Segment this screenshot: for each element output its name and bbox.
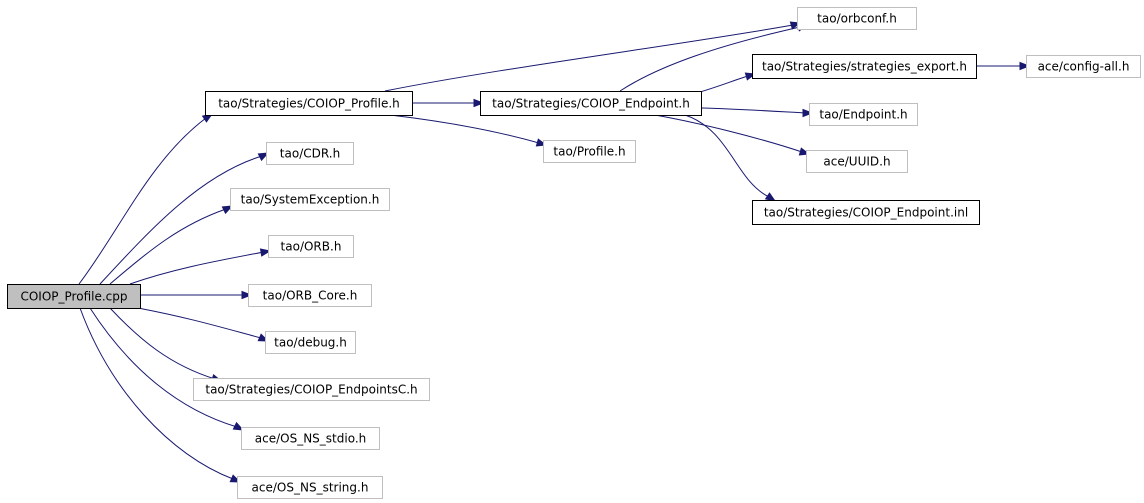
edge-line [699,75,749,93]
edge-line [389,114,540,144]
edge-n1-n12 [384,21,802,92]
node-box [480,91,702,116]
node-label: tao/Endpoint.h [819,108,907,122]
node-label: tao/ORB.h [281,240,342,254]
node-n9[interactable]: ace/OS_NS_string.h [237,476,383,499]
edge-n0-n7 [109,307,223,383]
node-label: tao/Strategies/COIOP_Endpoint.h [492,97,690,111]
edge-line [137,307,262,339]
node-box [1026,55,1141,78]
edge-line [99,155,263,285]
node-n1[interactable]: tao/Strategies/COIOP_Profile.h [205,91,413,116]
node-label: tao/orbconf.h [817,12,897,26]
edge-n1-n11 [389,114,548,147]
node-label: tao/ORB_Core.h [263,289,358,303]
node-label: tao/Strategies/strategies_export.h [762,60,967,74]
node-n17[interactable]: ace/config-all.h [1026,55,1141,78]
node-box [268,235,354,258]
node-n13[interactable]: tao/Strategies/strategies_export.h [752,54,977,79]
edge-line [384,24,794,92]
node-label: tao/debug.h [274,336,347,350]
node-label: ace/UUID.h [823,155,890,169]
arrowhead [257,152,270,162]
node-n2[interactable]: tao/CDR.h [266,142,354,165]
node-box [241,427,380,450]
edge-n0-n2 [99,152,270,285]
node-label: tao/SystemException.h [241,193,380,207]
edge-line [89,307,238,428]
node-label: COIOP_Profile.cpp [20,290,127,304]
edge-n0-n6 [137,307,270,342]
edge-n13-n17 [976,61,1031,71]
node-box [237,476,383,499]
arrowhead [473,98,485,108]
edge-line [129,251,265,285]
edge-line [78,117,207,285]
node-label: ace/OS_NS_stdio.h [255,432,367,446]
edge-n1-n10 [412,98,485,108]
node-label: tao/Profile.h [553,145,625,159]
node-label: ace/OS_NS_string.h [252,481,369,495]
node-label: ace/config-all.h [1038,60,1130,74]
node-label: tao/Strategies/COIOP_Profile.h [218,97,400,111]
node-n3[interactable]: tao/SystemException.h [230,188,390,211]
edge-n0-n1 [78,113,214,285]
node-label: tao/CDR.h [280,147,340,161]
edge-n0-n5 [140,290,253,300]
edge-n10-n16 [684,114,777,202]
edge-n10-n13 [699,72,757,93]
edge-line [619,26,801,92]
edge-line [684,114,770,198]
arrowhead [232,421,245,431]
node-box [806,150,908,173]
arrowhead [1019,61,1031,71]
node-box [248,284,372,307]
arrowhead [221,205,234,215]
edge-n0-n8 [89,307,245,431]
node-n11[interactable]: tao/Profile.h [543,140,636,163]
node-box [752,200,980,225]
edge-n0-n4 [129,248,272,285]
edge-line [700,107,806,114]
node-label: tao/Strategies/COIOP_Endpoint.inl [764,206,968,220]
edge-line [109,208,227,285]
edge-n0-n3 [109,205,234,285]
node-n10[interactable]: tao/Strategies/COIOP_Endpoint.h [480,91,702,116]
node-n5[interactable]: tao/ORB_Core.h [248,284,372,307]
node-n6[interactable]: tao/debug.h [265,331,356,354]
node-box [752,54,977,79]
node-box [809,103,918,126]
node-box [265,331,356,354]
node-n16[interactable]: tao/Strategies/COIOP_Endpoint.inl [752,200,980,225]
node-box [193,378,430,401]
node-n12[interactable]: tao/orbconf.h [797,7,917,30]
edge-n10-n15 [654,114,811,156]
node-n7[interactable]: tao/Strategies/COIOP_EndpointsC.h [193,378,430,401]
node-label: tao/Strategies/COIOP_EndpointsC.h [205,383,417,397]
node-box [543,140,636,163]
node-n4[interactable]: tao/ORB.h [268,235,354,258]
node-n14[interactable]: tao/Endpoint.h [809,103,918,126]
node-n0[interactable]: COIOP_Profile.cpp [7,284,141,309]
arrowhead [259,248,272,257]
nodes: COIOP_Profile.cpp tao/Strategies/COIOP_Pr… [7,7,1141,499]
node-n8[interactable]: ace/OS_NS_stdio.h [241,427,380,450]
node-box [7,284,141,309]
edge-line [109,307,216,380]
node-box [230,188,390,211]
edge-line [79,307,234,480]
node-box [266,142,354,165]
arrowhead [764,192,777,202]
node-n15[interactable]: ace/UUID.h [806,150,908,173]
edge-n10-n14 [700,107,814,118]
node-box [797,7,917,30]
edge-line [654,114,803,153]
node-box [205,91,413,116]
arrowhead [241,290,253,300]
arrowhead [802,108,814,118]
